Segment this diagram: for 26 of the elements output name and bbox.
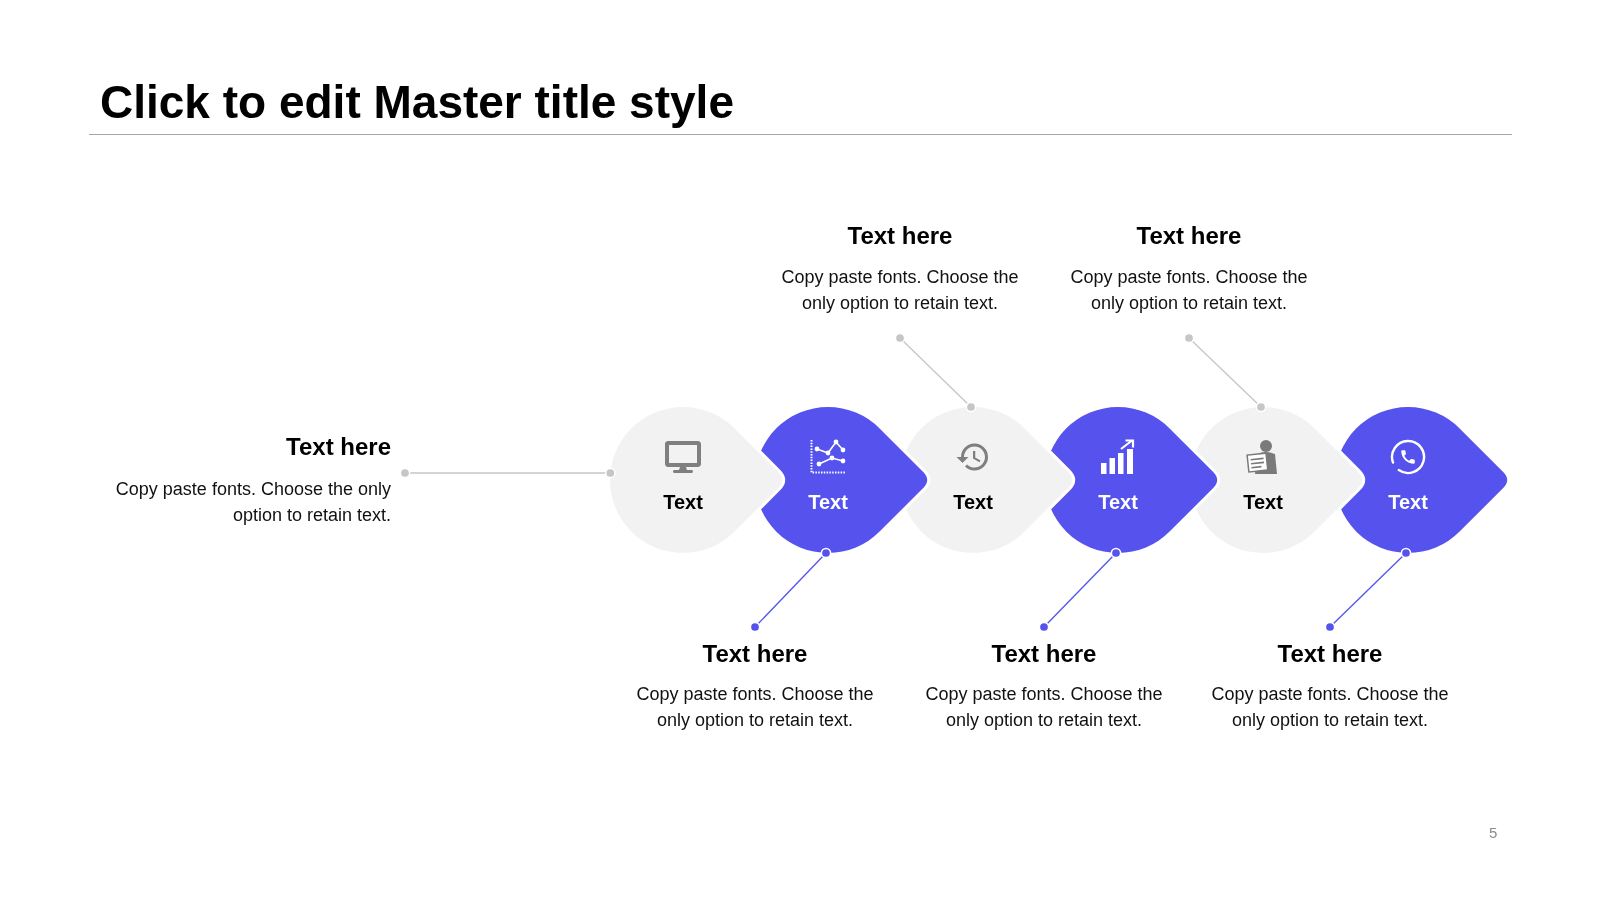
callout-heading: Text here bbox=[847, 221, 953, 250]
step-label: Text bbox=[663, 490, 703, 514]
callout-text: Copy paste fonts. Choose the only option to retain text. bbox=[114, 478, 391, 527]
callout-text: Copy paste fonts. Choose the only option to retain text. bbox=[924, 683, 1164, 732]
slide-title: Click to edit Master title style bbox=[100, 75, 734, 129]
callout-heading: Text here bbox=[1136, 221, 1242, 250]
step-label: Text bbox=[1098, 490, 1138, 514]
leader-line bbox=[1324, 547, 1412, 633]
step-label: Text bbox=[1243, 490, 1283, 514]
callout-heading: Text here bbox=[991, 639, 1097, 668]
leader-line bbox=[1038, 547, 1122, 633]
callout-text: Copy paste fonts. Choose the only option to retain text. bbox=[780, 266, 1020, 315]
callout-heading: Text here bbox=[702, 639, 808, 668]
leader-line bbox=[894, 332, 977, 413]
step-label: Text bbox=[1388, 490, 1428, 514]
leader-line bbox=[749, 547, 832, 633]
callout-text: Copy paste fonts. Choose the only option to retain text. bbox=[635, 683, 875, 732]
callout-text: Copy paste fonts. Choose the only option to retain text. bbox=[1210, 683, 1450, 732]
step-label: Text bbox=[808, 490, 848, 514]
step-label: Text bbox=[953, 490, 993, 514]
leader-line bbox=[399, 467, 616, 479]
leader-line bbox=[1183, 332, 1267, 413]
callout-text: Copy paste fonts. Choose the only option to retain text. bbox=[1069, 266, 1309, 315]
callout-heading: Text here bbox=[286, 432, 391, 461]
callout-heading: Text here bbox=[1277, 639, 1383, 668]
page-number: 5 bbox=[1489, 824, 1498, 842]
